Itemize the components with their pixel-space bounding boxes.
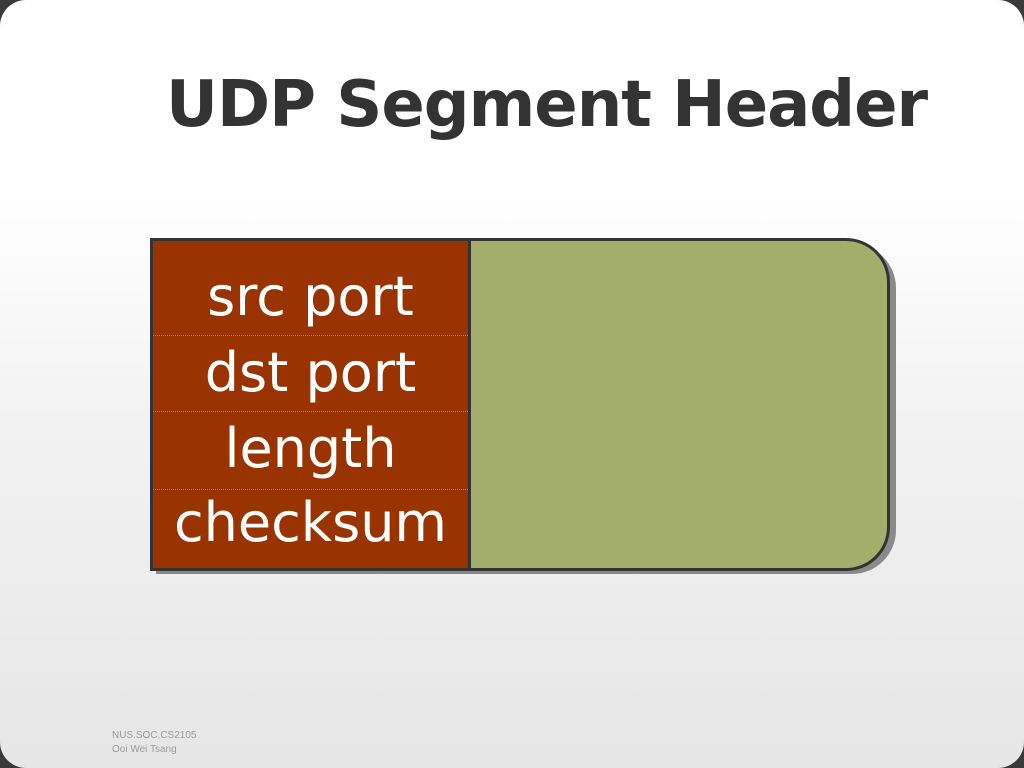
udp-segment-diagram: src port dst port length checksum xyxy=(150,238,896,574)
slide-title: UDP Segment Header xyxy=(166,68,928,142)
field-src-port: src port xyxy=(207,265,414,328)
field-length: length xyxy=(224,417,397,480)
footer-author: Ooi Wei Tsang xyxy=(112,744,177,755)
field-dst-port: dst port xyxy=(204,341,417,404)
footer-course: NUS.SOC.CS2105 xyxy=(112,730,197,741)
field-divider xyxy=(153,335,468,336)
field-divider xyxy=(153,489,468,490)
field-divider xyxy=(153,411,468,412)
header-block: src port dst port length checksum xyxy=(150,238,471,571)
field-checksum: checksum xyxy=(173,491,448,554)
slide-footer: NUS.SOC.CS2105 Ooi Wei Tsang xyxy=(112,729,196,757)
